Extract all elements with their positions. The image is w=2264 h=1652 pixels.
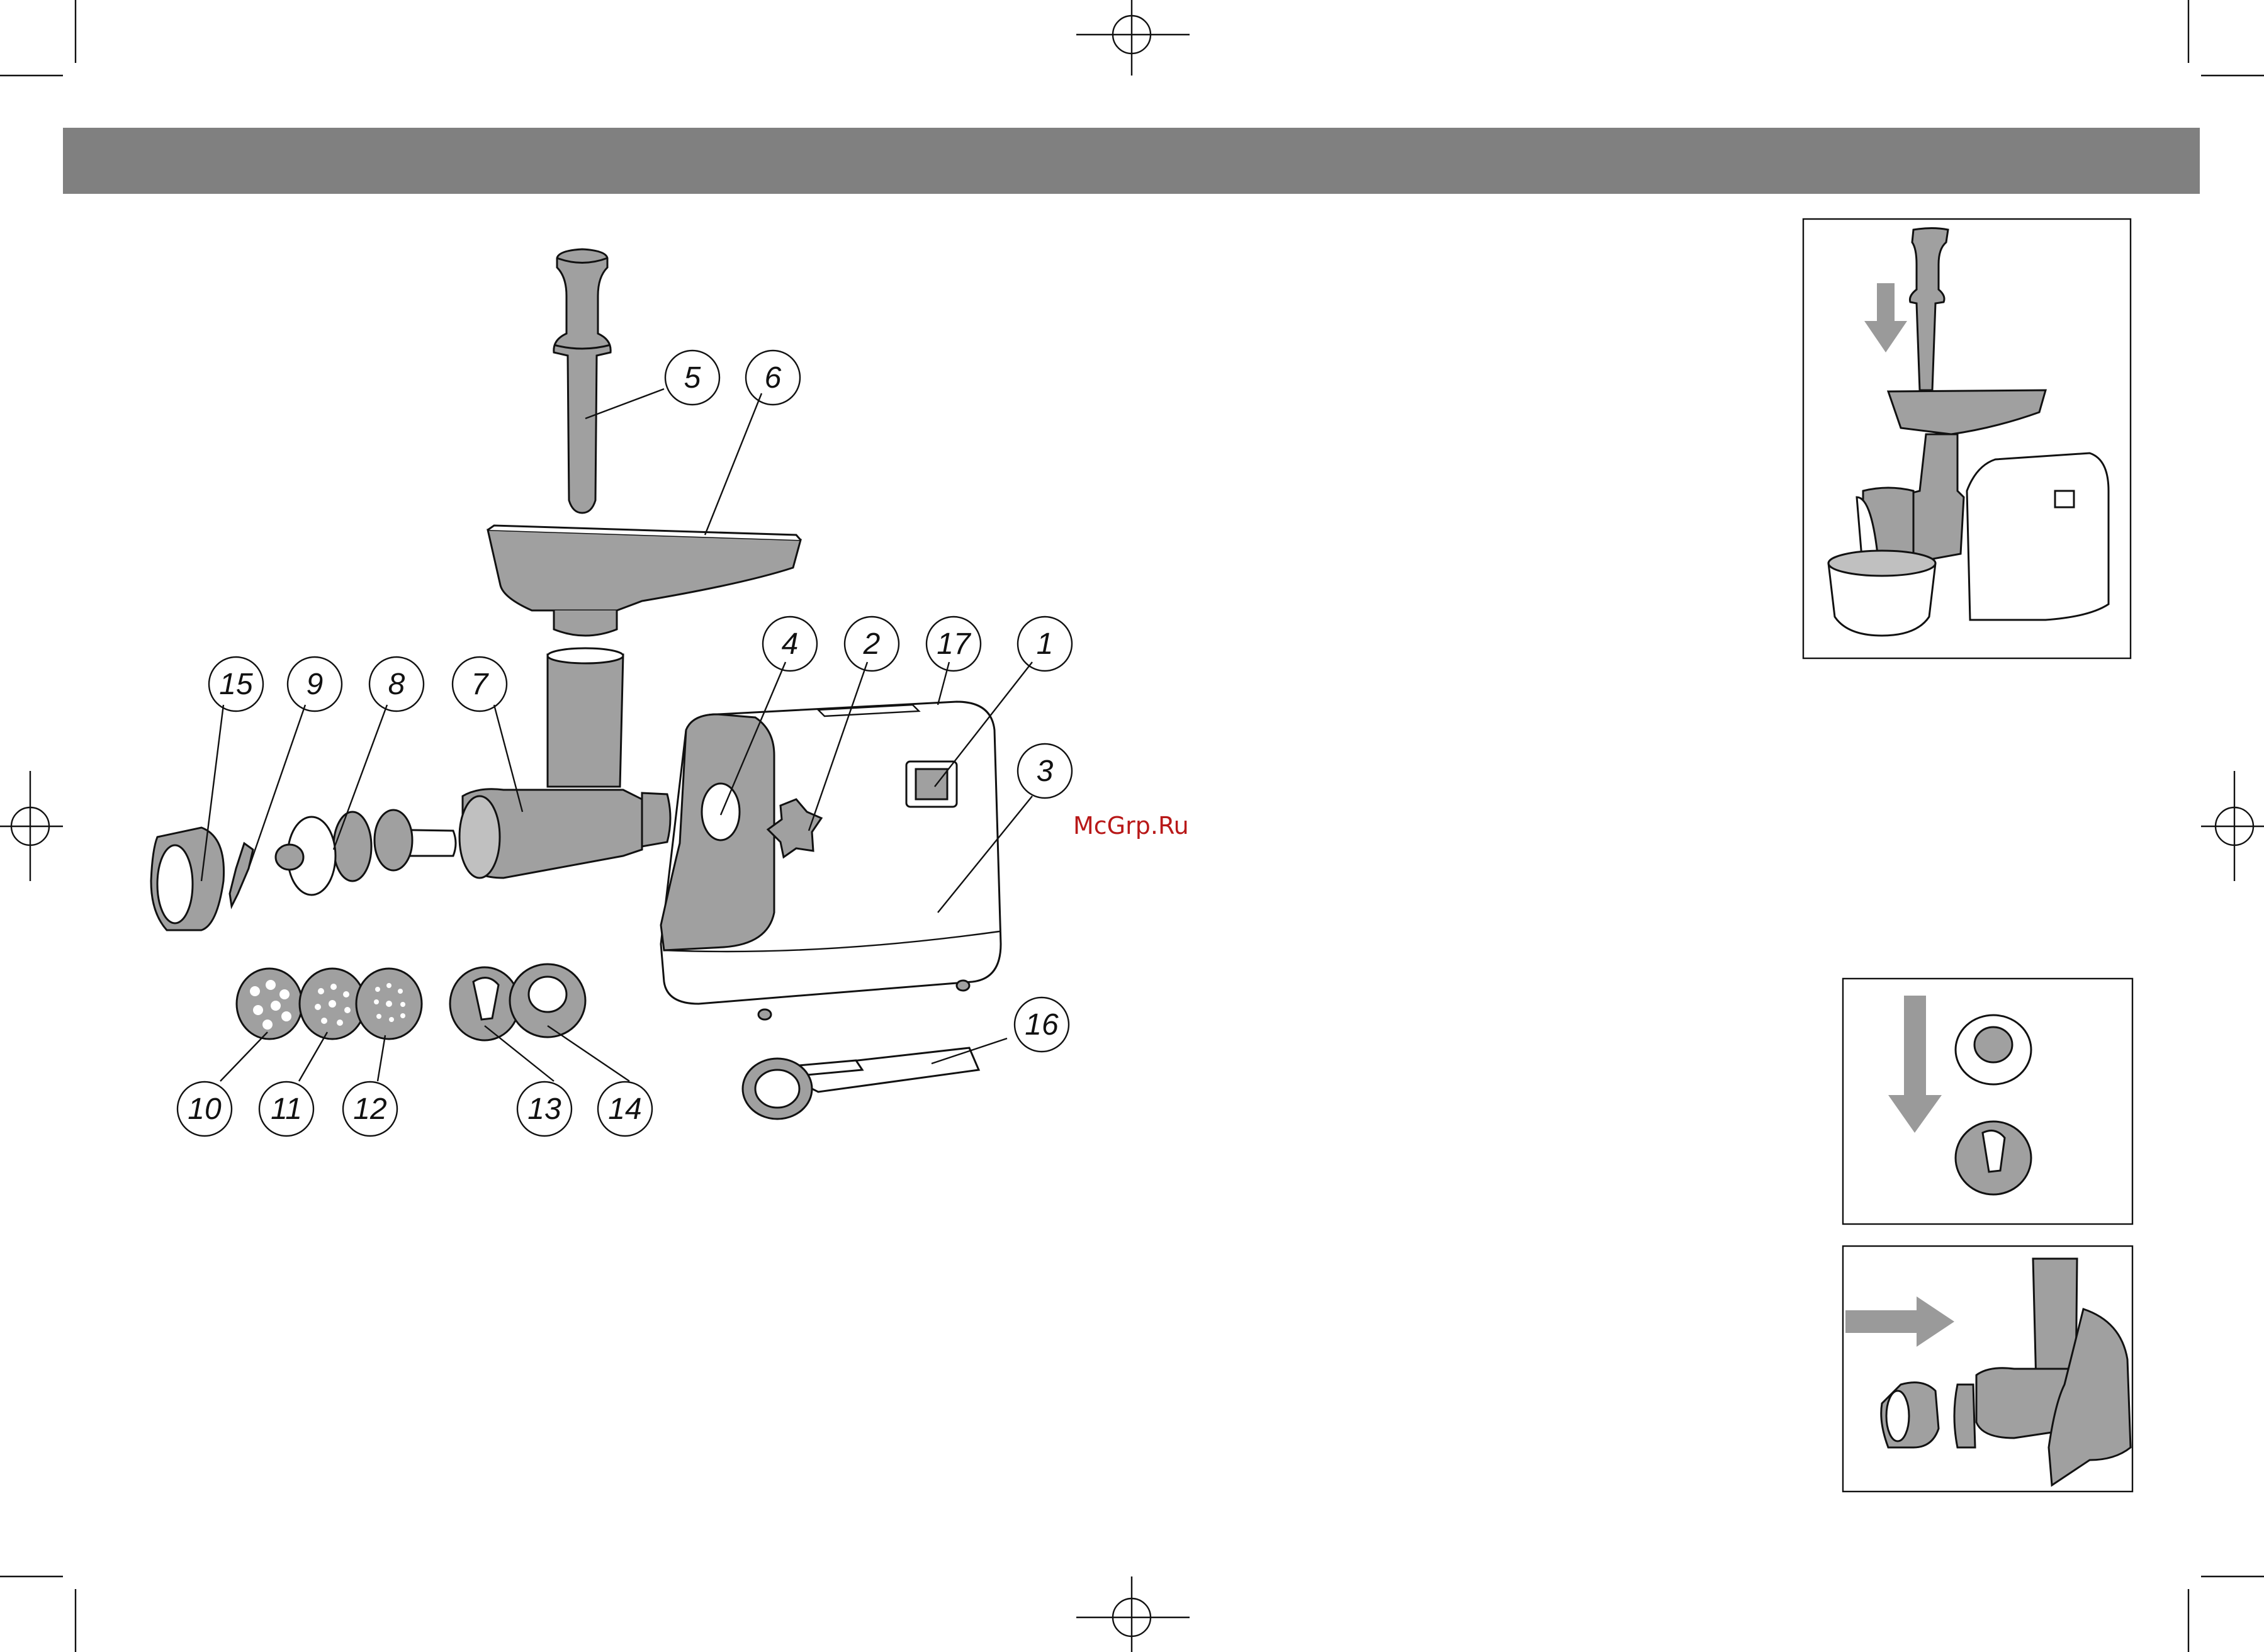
callout-5: 5 [665,351,719,405]
callout-3: 3 [1018,744,1072,798]
panel-kebbe-parts [1843,979,2132,1224]
callout-9: 9 [288,657,342,711]
registration-target-left [0,771,63,881]
callout-label-10: 10 [188,1093,222,1126]
callout-label-3: 3 [1037,755,1054,788]
callout-label-6: 6 [765,361,782,395]
callout-label-13: 13 [527,1093,561,1126]
callout-1: 1 [1018,617,1072,671]
knife [230,843,253,906]
callout-label-4: 4 [782,627,799,661]
feeding-tray [488,525,801,636]
callout-label-15: 15 [219,668,253,701]
callout-15: 15 [209,657,263,711]
auger [276,810,456,895]
ring-nut [151,828,224,930]
header-bar [63,128,2200,194]
down-arrow-icon [1888,996,1942,1133]
callout-label-5: 5 [684,361,701,395]
registration-target-top [1076,0,1190,76]
callout-label-11: 11 [271,1093,302,1126]
registration-target-right [2201,771,2264,881]
spanner [743,1048,979,1119]
callout-label-14: 14 [608,1093,641,1126]
callout-label-17: 17 [937,627,972,661]
callout-16: 16 [1015,997,1069,1052]
watermark-text: McGrp.Ru [1073,812,1189,840]
callout-label-1: 1 [1037,627,1054,661]
motor-unit [661,702,1001,1020]
callout-4: 4 [763,617,817,671]
pusher [554,249,611,513]
callout-12: 12 [343,1082,397,1136]
callout-14: 14 [598,1082,652,1136]
panel-assembled-mincer [1803,219,2131,658]
kebbe-separator [450,967,519,1040]
callout-label-2: 2 [863,627,881,661]
panel-assembly [1843,1246,2132,1492]
callout-label-16: 16 [1025,1008,1059,1042]
callout-6: 6 [746,351,800,405]
callout-label-12: 12 [353,1093,386,1126]
down-arrow-icon [1864,283,1907,352]
exploded-diagram: 5 6 4 2 17 1 3 15 [151,249,1072,1136]
callout-8: 8 [369,657,424,711]
callout-17: 17 [926,617,981,671]
callout-label-8: 8 [388,668,405,701]
callout-11: 11 [259,1082,313,1136]
grinder-body [459,648,670,878]
callout-label-7: 7 [471,668,490,701]
callout-10: 10 [177,1082,232,1136]
callout-7: 7 [453,657,507,711]
callout-13: 13 [517,1082,572,1136]
callout-2: 2 [845,617,899,671]
registration-target-bottom [1076,1576,1190,1652]
right-arrow-icon [1845,1296,1954,1347]
callout-label-9: 9 [307,668,324,701]
